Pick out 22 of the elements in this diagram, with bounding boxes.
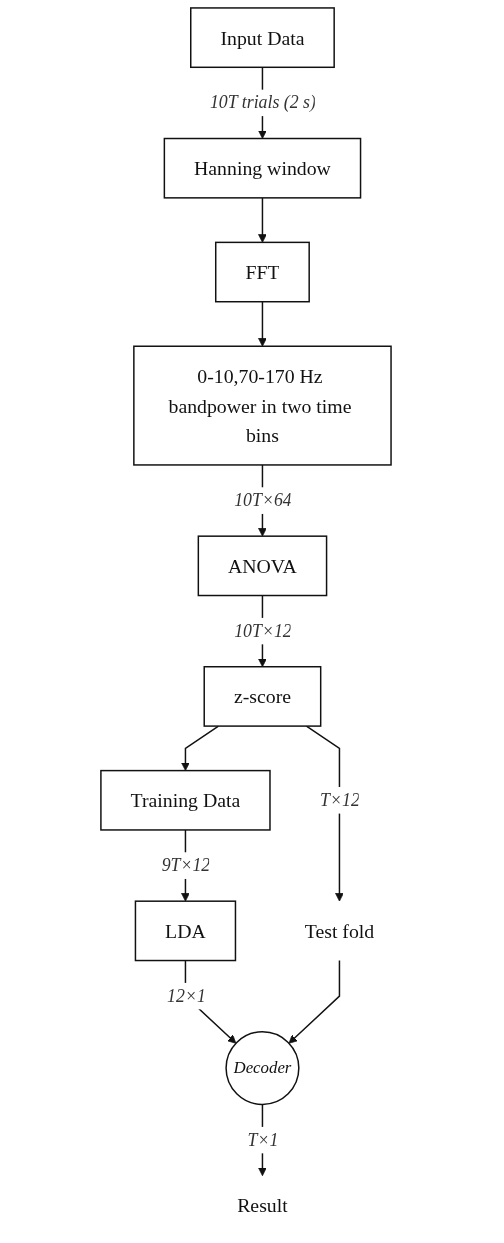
node-box: FFT — [214, 241, 310, 303]
node-text: Test fold — [304, 919, 374, 942]
edge-label: 10T trials (2 s) — [209, 92, 316, 113]
node-text: Result — [236, 1194, 288, 1217]
node-box: ANOVA — [197, 535, 327, 597]
edge-label: 9T×12 — [161, 855, 210, 875]
edge-label: 10T×12 — [233, 620, 292, 641]
arrow — [257, 197, 267, 243]
edge-label: 10T×64 — [233, 490, 292, 510]
edge-label: 12×1 — [166, 985, 205, 1006]
node-circle: Decoder — [224, 1031, 300, 1106]
node-box: LDA — [134, 900, 236, 962]
arrow — [288, 959, 340, 1044]
node-box: 0-10,70-170 Hz bandpower in two time bins — [132, 345, 392, 466]
node-box: z-score — [203, 666, 321, 727]
node-box: Hanning window — [163, 137, 361, 199]
node-box: Input Data — [189, 7, 335, 69]
edge-label: T×12 — [319, 789, 360, 810]
node-box: Training Data — [99, 769, 271, 831]
arrow — [180, 725, 219, 771]
arrow — [257, 301, 267, 347]
edge-label: T×1 — [247, 1129, 278, 1150]
